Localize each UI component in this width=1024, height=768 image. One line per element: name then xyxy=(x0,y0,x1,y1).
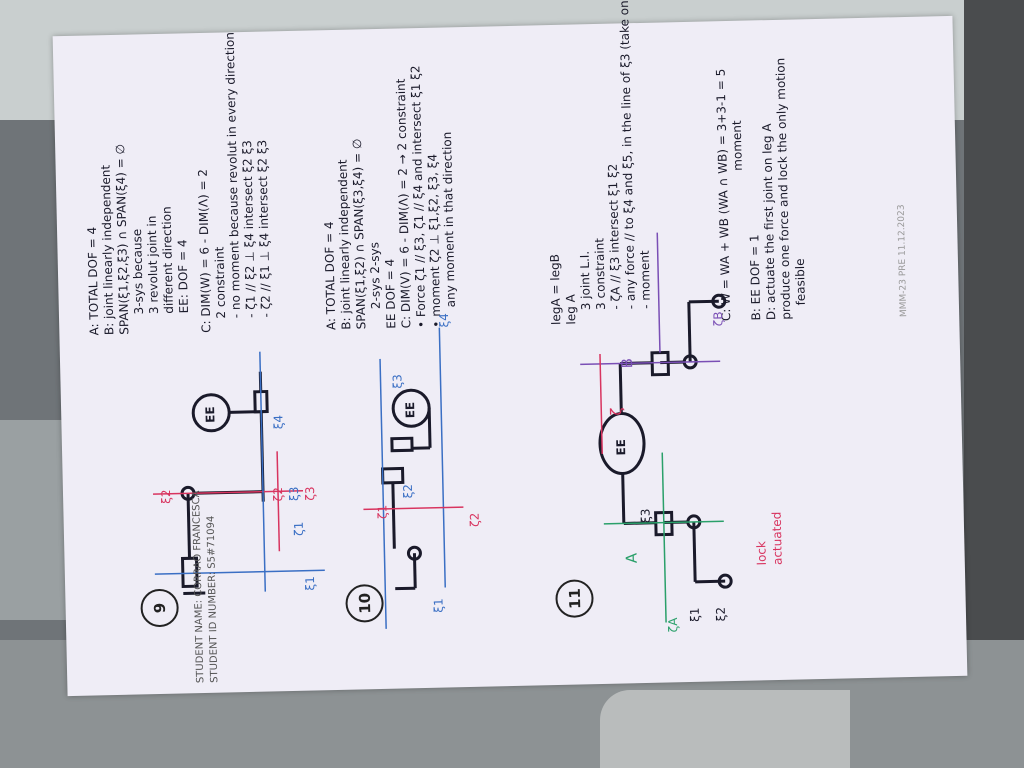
ee-label-11: EE xyxy=(613,438,629,456)
label-xi2-9: ξ2 xyxy=(158,489,174,504)
label-zetaB-11: ζB xyxy=(711,311,726,327)
label-zeta3-9: ζ3 xyxy=(302,486,318,501)
label-lock-11: lock xyxy=(754,540,769,566)
label-b-11: B xyxy=(618,357,637,369)
ee-label-10: EE xyxy=(403,401,418,419)
paper-sheet: 9 10 11 EE EE EE A: TOTAL DOF = 4 B: joi… xyxy=(52,0,968,697)
label-xi3-11: ξ3 xyxy=(638,508,653,524)
label-zetaA-11: ζA xyxy=(665,617,681,633)
label-xi4-10: ξ4 xyxy=(437,312,452,328)
label-xi3-10: ξ3 xyxy=(390,374,405,389)
label-zeta1-9: ζ1 xyxy=(291,521,307,536)
label-xi1-11: ξ1 xyxy=(687,607,703,623)
label-actuated-11: actuated xyxy=(769,511,785,566)
label-zeta2-10: ζ2 xyxy=(467,512,482,527)
text-block-9b: C: DIM(W) = 6 - DIM(Λ) = 2 2 constraint … xyxy=(195,31,274,334)
label-zeta1-10: ζ1 xyxy=(375,504,390,520)
kinematic-diagrams xyxy=(153,232,733,629)
text-block-9a: A: TOTAL DOF = 4 B: joint linearly indep… xyxy=(84,143,191,336)
label-xi3-9: ξ3 xyxy=(286,486,302,502)
label-zeta-11: ζ xyxy=(607,407,626,416)
label-xi1-10: ξ1 xyxy=(431,598,446,613)
label-xi2-11: ξ2 xyxy=(713,606,729,622)
text-block-10: A: TOTAL DOF = 4 B: joint linearly indep… xyxy=(321,65,458,331)
label-zeta2-9: ζ2 xyxy=(270,486,286,502)
ee-label-9: EE xyxy=(203,406,218,423)
label-a-11: A xyxy=(622,552,641,564)
label-xi4-9: ξ4 xyxy=(271,414,286,430)
background-machine xyxy=(600,690,850,768)
label-xi2-10: ξ2 xyxy=(400,483,416,499)
background-rail xyxy=(0,420,70,620)
text-block-11a: legA = legB leg A 3 joint L.I. 3 constra… xyxy=(547,0,653,326)
text-block-11b: C: W = WA + WB (WA ∩ WB) = 3+3-1 = 5 mom… xyxy=(713,57,808,322)
label-xi1-9: ξ1 xyxy=(302,576,318,591)
